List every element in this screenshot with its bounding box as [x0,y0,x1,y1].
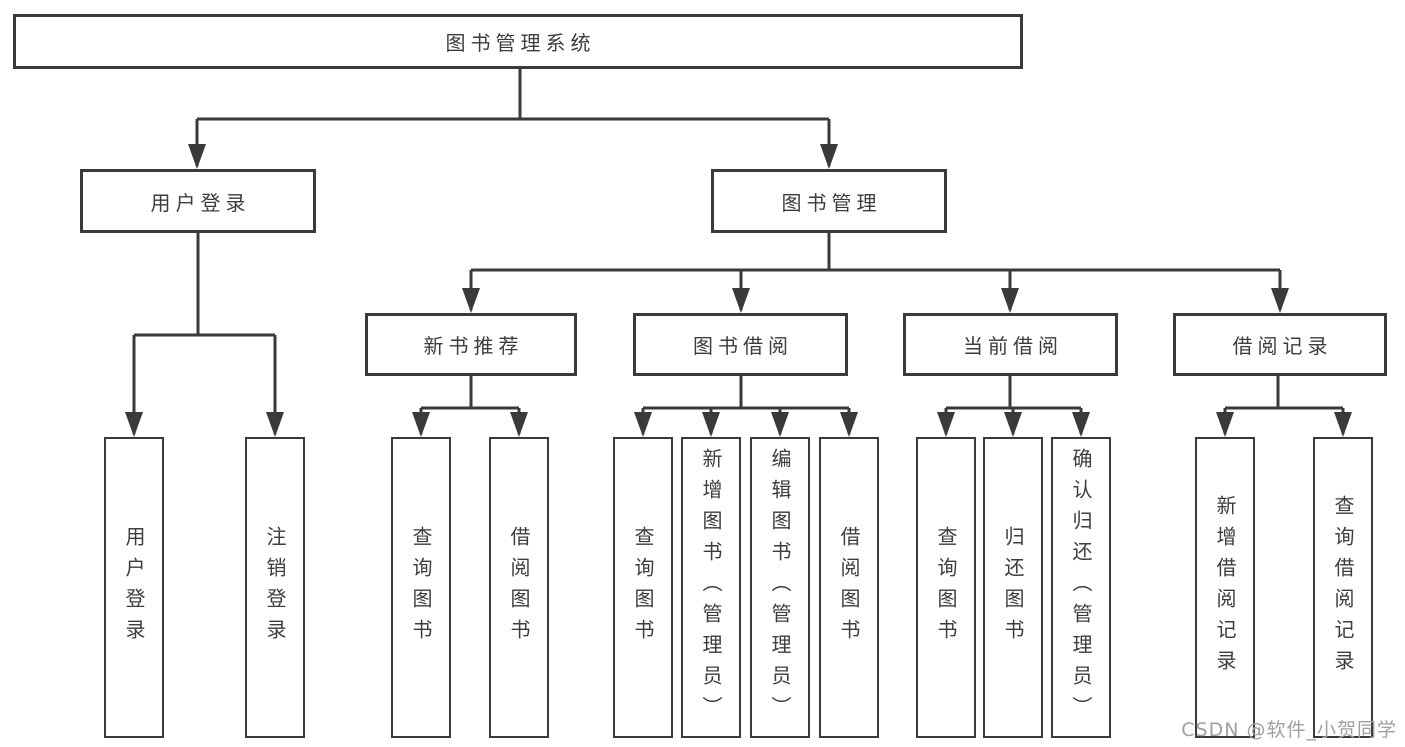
leaf-query-books-3: 查询图书 [916,437,976,738]
connector-book-management [462,233,1289,313]
arrowhead [840,412,858,437]
leaf-logout: 注销登录 [245,437,305,738]
connector-user-login [125,233,284,437]
leaf-borrow-books-1: 借阅图书 [489,437,549,738]
node-book-borrow: 图书借阅 [633,313,848,376]
connector-book-borrow [634,376,858,437]
node-new-book-recommend: 新书推荐 [365,313,577,376]
arrowhead [462,288,480,313]
arrowhead [702,412,720,437]
leaf-add-book-admin: 新增图书（管理员） [681,437,741,738]
leaf-edit-book-admin: 编辑图书（管理员） [750,437,810,738]
arrowhead [188,144,206,169]
leaf-query-books-1: 查询图书 [391,437,451,738]
leaf-borrow-books-2: 借阅图书 [819,437,879,738]
arrowhead [266,412,284,437]
leaf-query-books-2: 查询图书 [613,437,673,738]
node-system-root: 图书管理系统 [13,14,1023,69]
leaf-add-borrow-record: 新增借阅记录 [1195,437,1255,738]
arrowhead [1271,288,1289,313]
arrowhead [1334,412,1352,437]
arrowhead [510,412,528,437]
leaf-return-books: 归还图书 [983,437,1043,738]
csdn-watermark: CSDN @软件_小贺同学 [1181,719,1397,741]
arrowhead [937,412,955,437]
leaf-query-borrow-record: 查询借阅记录 [1313,437,1373,738]
arrowhead [771,412,789,437]
arrowhead [1216,412,1234,437]
arrowhead [412,412,430,437]
arrowhead [125,412,143,437]
node-current-borrow: 当前借阅 [903,313,1118,376]
node-book-management: 图书管理 [711,169,947,233]
connector-new-book-recommend [412,376,528,437]
connector-root [188,69,838,169]
connector-borrow-records [1216,376,1352,437]
leaf-confirm-return-admin: 确认归还（管理员） [1051,437,1111,738]
node-borrow-records: 借阅记录 [1173,313,1387,376]
node-user-login: 用户登录 [80,169,316,233]
connector-current-borrow [937,376,1090,437]
leaf-user-login: 用户登录 [104,437,164,738]
arrowhead [732,288,750,313]
arrowhead [1072,412,1090,437]
arrowhead [1004,412,1022,437]
arrowhead [1001,288,1019,313]
arrowhead [820,144,838,169]
arrowhead [634,412,652,437]
